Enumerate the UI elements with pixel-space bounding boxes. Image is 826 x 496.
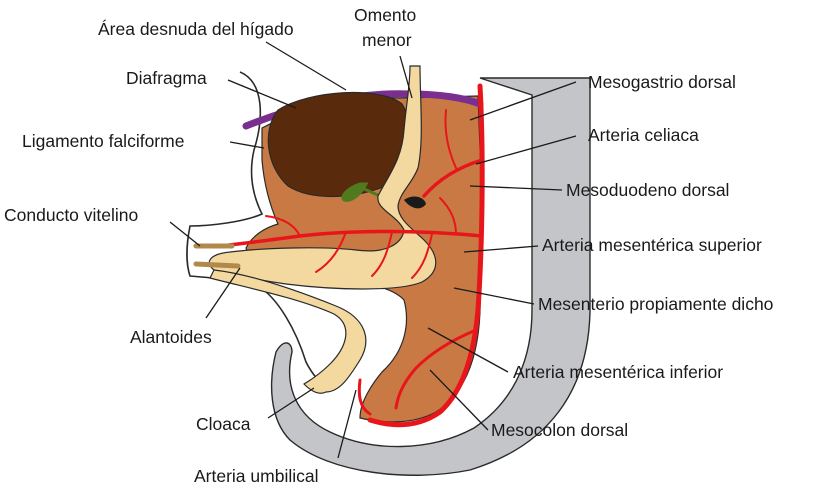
label-menor: menor xyxy=(362,30,412,50)
label-arteria-mesenterica-inferior: Arteria mesentérica inferior xyxy=(513,362,723,382)
label-area-desnuda-del-higado: Área desnuda del hígado xyxy=(98,19,294,39)
label-mesocolon-dorsal: Mesocolon dorsal xyxy=(491,420,628,440)
label-arteria-umbilical: Arteria umbilical xyxy=(194,466,318,486)
label-arteria-mesenterica-superior: Arteria mesentérica superior xyxy=(542,235,762,255)
label-conducto-vitelino: Conducto vitelino xyxy=(4,205,138,225)
allantois xyxy=(196,264,238,266)
label-diafragma: Diafragma xyxy=(126,68,207,88)
label-mesogastrio-dorsal: Mesogastrio dorsal xyxy=(588,72,736,92)
label-mesenterio-propiamente-dicho: Mesenterio propiamente dicho xyxy=(538,294,773,314)
label-cloaca: Cloaca xyxy=(196,414,251,434)
label-mesoduodeno-dorsal: Mesoduodeno dorsal xyxy=(566,180,729,200)
label-alantoides: Alantoides xyxy=(130,327,212,347)
label-omento: Omento xyxy=(354,5,416,25)
label-ligamento-falciforme: Ligamento falciforme xyxy=(22,131,184,151)
label-arteria-celiaca: Arteria celiaca xyxy=(588,125,699,145)
